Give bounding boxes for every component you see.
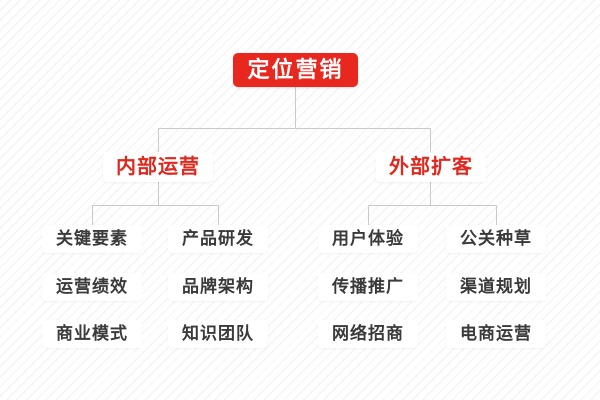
branch-node-external-expansion: 外部扩客 <box>376 152 486 182</box>
leaf-node: 产品研发 <box>168 225 268 253</box>
leaf-node: 公关种草 <box>446 225 546 253</box>
leaf-node: 传播推广 <box>318 273 418 301</box>
connector-right-branch-to-leaves <box>368 182 497 225</box>
leaf-node: 电商运营 <box>446 320 546 348</box>
leaf-node: 用户体验 <box>318 225 418 253</box>
leaf-node: 关键要素 <box>42 225 142 253</box>
leaf-node: 渠道规划 <box>446 273 546 301</box>
leaf-node: 知识团队 <box>168 320 268 348</box>
root-node: 定位营销 <box>233 53 358 87</box>
connector-root-to-branches <box>158 87 431 152</box>
connector-left-branch-to-leaves <box>92 182 219 225</box>
leaf-node: 网络招商 <box>318 320 418 348</box>
leaf-node: 运营绩效 <box>42 273 142 301</box>
branch-node-internal-operations: 内部运营 <box>103 152 213 182</box>
leaf-node: 商业模式 <box>42 320 142 348</box>
leaf-node: 品牌架构 <box>168 273 268 301</box>
